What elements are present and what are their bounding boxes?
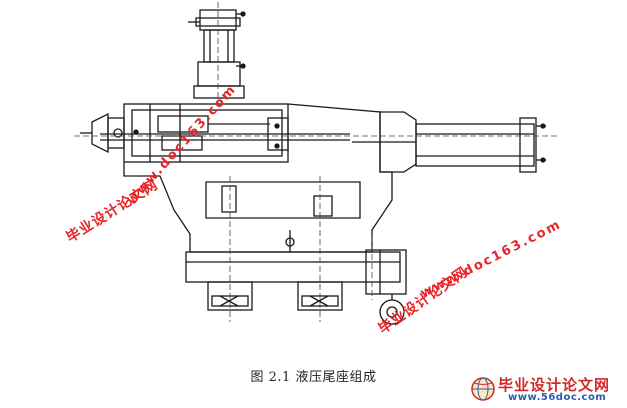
quill-housing [100,103,350,163]
base-feet [207,281,343,311]
site-brand: 毕业设计论文网 www.56doc.com [470,372,625,406]
live-centre [80,112,125,154]
vertical-cylinder [188,9,246,99]
tailstock-body [123,103,401,283]
brand-name: 毕业设计论文网 [498,376,611,394]
clamp-lever [365,249,407,325]
figure-caption: 图 2.1 液压尾座组成 [250,370,377,385]
globe-logo-icon [471,377,495,401]
rear-cylinder [352,111,546,173]
brand-url: www.56doc.com [508,392,607,403]
